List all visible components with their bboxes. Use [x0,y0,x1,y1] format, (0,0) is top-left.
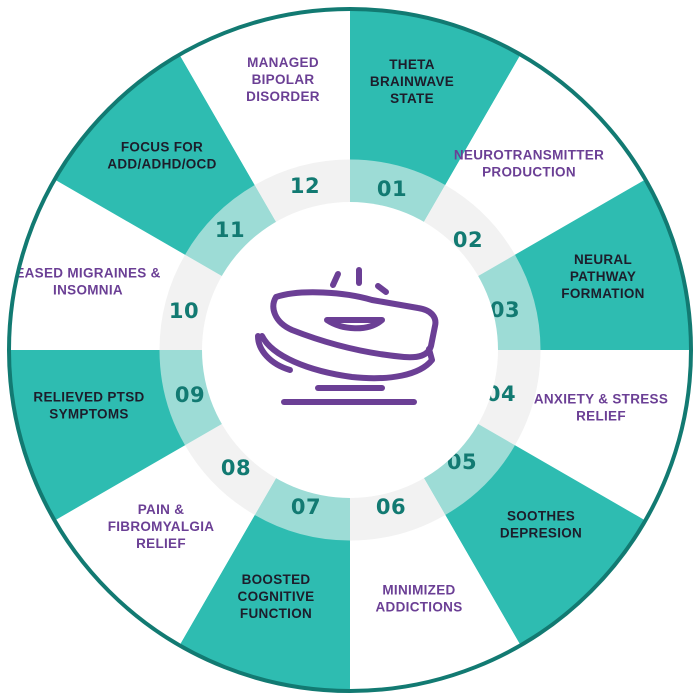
segment-04-label: ANXIETY & STRESS RELIEF [534,392,668,424]
segment-12-number: 12 [290,174,320,198]
segment-label-line: BIPOLAR [252,72,315,87]
segment-01-number: 01 [377,177,407,201]
segment-label-line: BOOSTED [242,572,311,587]
segment-10-number: 10 [169,299,199,323]
segment-label-line: NEUROTRANSMITTER [454,148,604,163]
segment-08: PAIN & FIBROMYALGIA RELIEF 08 [42,423,277,658]
segment-07: BOOSTED COGNITIVE FUNCTION 07 [172,476,350,690]
segment-label-line: ADD/ADHD/OCD [107,157,216,172]
segment-label-line: RELIEVED PTSD [33,390,144,405]
segment-02-ring [423,185,515,277]
segment-12-label: MANAGED BIPOLAR DISORDER [246,55,320,104]
pod-occupant [324,317,385,332]
segment-03: NEURAL PATHWAY FORMATION 03 [476,172,690,350]
segment-08-label: PAIN & FIBROMYALGIA RELIEF [108,502,215,551]
segment-11-label: FOCUS FOR ADD/ADHD/OCD [107,140,216,172]
segment-09-label: RELIEVED PTSD SYMPTOMS [33,390,144,422]
segment-07-label: BOOSTED COGNITIVE FUNCTION [238,572,315,621]
segment-label-line: FORMATION [561,286,644,301]
segment-06-label: MINIMIZED ADDICTIONS [376,583,463,615]
segment-10-ring [159,254,224,350]
segment-03-outer [514,172,690,350]
segment-09-number: 09 [175,383,205,407]
segment-02: NEUROTRANSMITTER PRODUCTION 02 [423,42,658,277]
segment-label-line: STATE [390,91,434,106]
segment-05-ring [423,423,515,515]
segment-01-ring [350,159,446,224]
segment-label-line: MINIMIZED [382,583,455,598]
segment-label-line: SYMPTOMS [49,407,128,422]
segment-10-outer [10,172,186,350]
segment-12-ring [254,159,350,224]
segment-label-line: ANXIETY & STRESS [534,392,668,407]
segment-02-label: NEUROTRANSMITTER PRODUCTION [454,148,604,180]
segment-12-outer [172,10,350,186]
segment-label-line: MANAGED [247,55,319,70]
segment-01: THETA BRAINWAVE STATE 01 [350,10,528,224]
segment-label-line: COGNITIVE [238,589,315,604]
segment-12: MANAGED BIPOLAR DISORDER 12 [172,10,350,224]
segment-09-outer [10,350,186,528]
segment-label-line: INSOMNIA [53,283,123,298]
segment-07-ring [254,476,350,541]
segment-08-number: 08 [221,456,251,480]
segment-02-number: 02 [453,228,483,252]
segment-10-label: EASED MIGRAINES & INSOMNIA [15,266,160,298]
sparkle-ray-right [375,283,389,295]
floating-massage-bed-icon [255,267,439,405]
segment-07-outer [172,514,350,690]
segment-label-line: RELIEF [576,409,626,424]
segment-label-line: BRAINWAVE [370,74,454,89]
segment-09: RELIEVED PTSD SYMPTOMS 09 [10,350,224,528]
segment-11: FOCUS FOR ADD/ADHD/OCD 11 [42,42,277,277]
segment-10: EASED MIGRAINES & INSOMNIA 10 [10,172,224,350]
segment-label-line: EASED MIGRAINES & [15,266,160,281]
segment-02-outer [445,42,658,256]
segment-label-line: FIBROMYALGIA [108,519,215,534]
segment-label-line: FUNCTION [240,606,312,621]
outer-rim [7,7,693,693]
segment-03-ring [476,254,541,350]
segment-04-outer [514,350,690,528]
segment-03-label: NEURAL PATHWAY FORMATION [561,252,644,301]
segment-label-line: THETA [389,57,435,72]
segment-label-line: PRODUCTION [482,165,576,180]
segment-label-line: FOCUS FOR [121,140,203,155]
segment-01-outer [350,10,528,186]
segment-04-ring [476,350,541,446]
sparkle-ray-left [330,271,341,288]
segment-05-outer [445,445,658,658]
segment-label-line: PAIN & [138,502,185,517]
segment-11-number: 11 [215,218,245,242]
segment-01-label: THETA BRAINWAVE STATE [370,57,454,106]
segment-05-label: SOOTHES DEPRESION [500,509,582,541]
segment-06-outer [350,514,528,690]
pod-upper-shell [270,289,439,361]
segment-11-ring [185,185,277,277]
segment-label-line: DEPRESION [500,526,582,541]
pod-lower-curve [255,333,293,373]
segment-label-line: ADDICTIONS [376,600,463,615]
segment-label-line: PATHWAY [570,269,636,284]
segment-label-line: NEURAL [574,252,632,267]
segment-08-outer [42,445,256,658]
segment-label-line: SOOTHES [507,509,575,524]
segment-07-number: 07 [291,495,321,519]
segment-label-line: DISORDER [246,89,320,104]
pod-lower-shell [259,333,435,382]
segment-06: MINIMIZED ADDICTIONS 06 [350,476,528,690]
segment-09-ring [159,350,224,446]
segment-06-number: 06 [376,495,406,519]
segment-06-ring [350,476,446,541]
segment-08-ring [185,423,277,515]
segment-label-line: RELIEF [136,536,186,551]
segment-11-outer [42,42,256,256]
segment-03-number: 03 [490,298,520,322]
